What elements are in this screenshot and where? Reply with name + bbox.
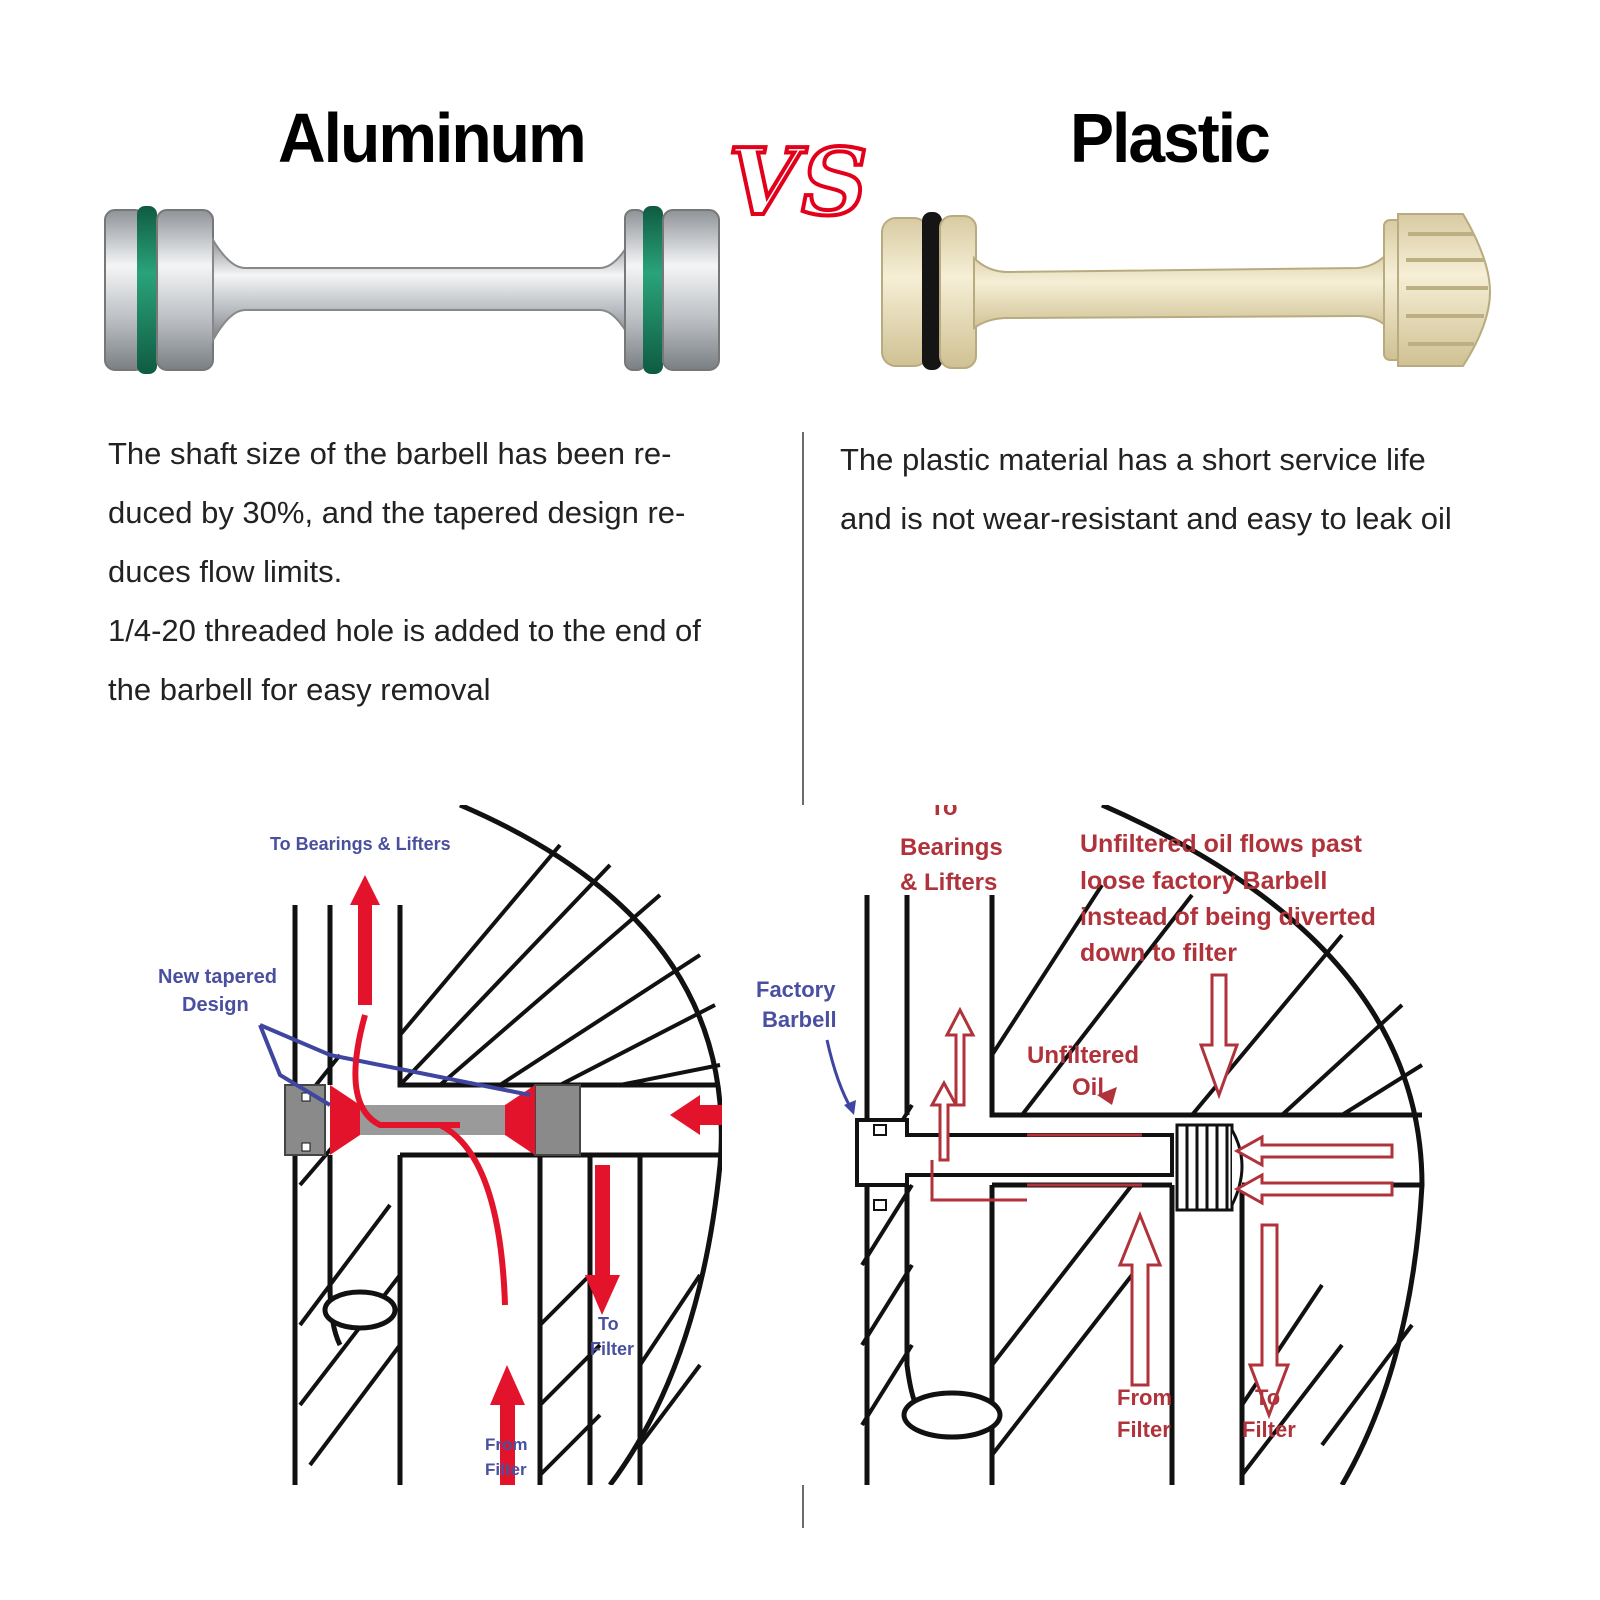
from-filter-label: From xyxy=(485,1435,528,1454)
unfiltered-oil-label: Oil xyxy=(1072,1074,1104,1101)
factory-barbell-label: Barbell xyxy=(762,1007,837,1032)
unfiltered-note-line: down to filter xyxy=(1080,939,1237,967)
unfiltered-oil-label: Unfiltered xyxy=(1027,1042,1139,1069)
unfiltered-note-line: loose factory Barbell xyxy=(1080,867,1327,895)
to-filter-label: Filter xyxy=(590,1339,634,1359)
factory-barbell-label: Factory xyxy=(756,977,836,1002)
new-tapered-label: New tapered xyxy=(158,966,277,988)
plastic-description: The plastic material has a short service… xyxy=(840,430,1580,548)
to-bearings-label: To xyxy=(930,805,958,821)
description-line: and is not wear-resistant and easy to le… xyxy=(840,501,1452,536)
description-line: The shaft size of the barbell has been r… xyxy=(108,436,672,471)
from-filter-label: Filter xyxy=(1117,1417,1171,1442)
plastic-flow-diagram: To Bearings & Lifters Unfiltered oil flo… xyxy=(722,805,1434,1485)
description-line: the barbell for easy removal xyxy=(108,672,491,707)
description-line: duces flow limits. xyxy=(108,554,343,589)
plastic-title: Plastic xyxy=(1070,99,1271,177)
description-line: duced by 30%, and the tapered design re- xyxy=(108,495,686,530)
aluminum-flow-diagram: To Bearings & Lifters New tapered Design… xyxy=(140,805,750,1485)
to-filter-label: To xyxy=(598,1314,619,1334)
to-filter-label: Filter xyxy=(1242,1417,1296,1442)
description-line: 1/4-20 threaded hole is added to the end… xyxy=(108,613,701,648)
new-tapered-label: Design xyxy=(182,994,249,1016)
unfiltered-note-line: instead of being diverted xyxy=(1080,903,1376,931)
aluminum-barbell-image xyxy=(104,206,720,374)
unfiltered-note-line: Unfiltered oil flows past xyxy=(1080,830,1363,858)
vs-label: VS xyxy=(726,126,870,238)
to-bearings-label: To Bearings & Lifters xyxy=(270,834,451,854)
aluminum-title: Aluminum xyxy=(278,99,587,177)
description-line: The plastic material has a short service… xyxy=(840,442,1426,477)
from-filter-label: Filter xyxy=(485,1460,527,1479)
to-filter-label: To xyxy=(1255,1385,1280,1410)
from-filter-label: From xyxy=(1117,1385,1172,1410)
to-bearings-label: Bearings xyxy=(900,834,1003,861)
aluminum-description: The shaft size of the barbell has been r… xyxy=(108,424,788,719)
to-bearings-label: & Lifters xyxy=(900,869,997,896)
plastic-barbell-image xyxy=(881,212,1492,370)
